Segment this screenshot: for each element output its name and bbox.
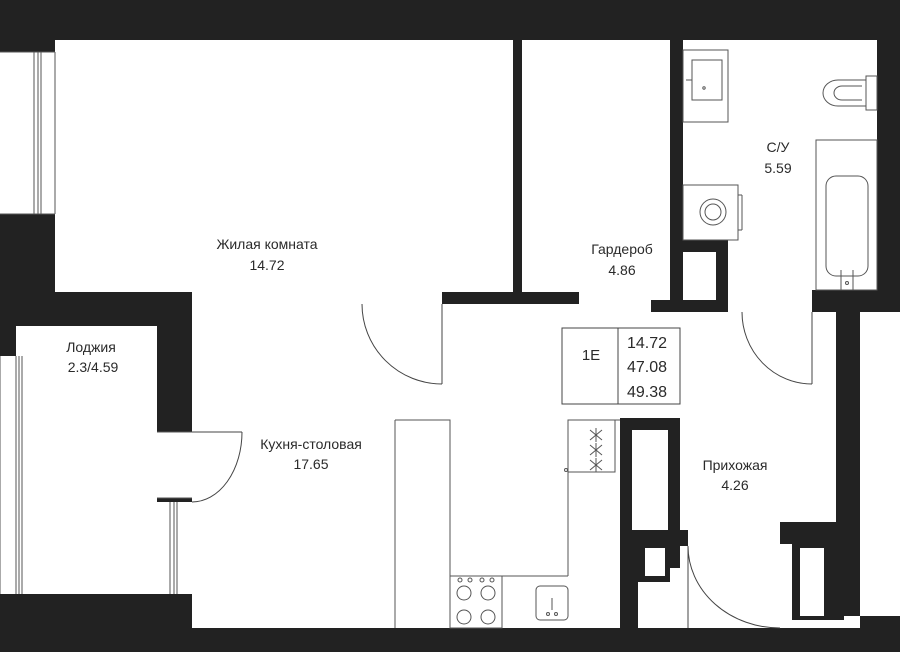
room-kitchen-name: Кухня-столовая	[260, 436, 362, 452]
window-living	[0, 51, 56, 215]
wall-living-bottom-left	[0, 292, 192, 304]
legend-total-area: 47.08	[627, 359, 667, 376]
room-wardrobe-name: Гардероб	[591, 241, 653, 257]
kitchen-counter	[394, 419, 620, 628]
wall-hall-door-jamb-left	[620, 530, 688, 546]
wall-top	[0, 0, 900, 40]
door-entrance[interactable]	[687, 545, 781, 629]
wall-hall-right-jamb	[780, 522, 860, 544]
room-loggia-name: Лоджия	[66, 339, 116, 355]
area-legend: 1E 14.72 47.08 49.38	[561, 327, 681, 405]
room-hall-name: Прихожая	[703, 457, 768, 473]
wall-bottom	[0, 628, 900, 652]
doors	[191, 303, 813, 629]
door-loggia[interactable]	[191, 431, 243, 503]
room-labels: Жилая комната 14.72 Гардероб 4.86 С/У 5.…	[66, 139, 792, 493]
wall-bath-bottom	[812, 290, 900, 312]
legend-living-area: 14.72	[627, 335, 667, 352]
wall-living-bottom-right	[442, 292, 579, 304]
room-loggia-area: 2.3/4.59	[68, 359, 119, 375]
wall-hall-left-void	[632, 430, 668, 538]
wall-hall-right-void	[800, 548, 824, 616]
room-living-name: Жилая комната	[216, 236, 317, 252]
wall-loggia-top	[0, 304, 192, 326]
wall-right-upper	[877, 0, 900, 312]
room-bathroom-name: С/У	[767, 139, 790, 155]
wall-hall-bottom-void	[645, 548, 665, 576]
bathtub-icon	[815, 139, 878, 291]
toilet-icon	[822, 75, 878, 111]
door-bathroom[interactable]	[741, 311, 813, 385]
wall-hall-lower-left	[620, 546, 638, 628]
wall-bottom-right	[860, 616, 900, 652]
room-kitchen-area: 17.65	[293, 456, 328, 472]
washing-machine-icon	[682, 184, 743, 241]
windows	[0, 51, 192, 594]
legend-total-with-loggia: 49.38	[627, 384, 667, 401]
stove-icon	[449, 575, 503, 629]
cooktop-icon	[589, 428, 603, 472]
room-wardrobe-area: 4.86	[608, 262, 635, 278]
wall-loggia-left-upper	[0, 326, 16, 356]
door-living[interactable]	[361, 303, 443, 385]
wall-loggia-right	[157, 304, 192, 432]
room-hall-area: 4.26	[721, 477, 748, 493]
window-loggia	[0, 356, 23, 594]
kitchen-sink-icon	[535, 585, 569, 621]
wall-loggia-right-lower	[157, 498, 192, 502]
room-bathroom-area: 5.59	[764, 160, 791, 176]
shaft-void	[683, 252, 716, 300]
wall-living-wardrobe	[513, 40, 522, 296]
wall-wardrobe-bath	[670, 40, 683, 302]
fixtures	[394, 49, 878, 629]
wall-left-upper	[0, 40, 55, 52]
legend-type: 1E	[582, 347, 600, 364]
door-loggia-glass	[157, 431, 192, 594]
sink-icon	[682, 49, 729, 123]
room-living-area: 14.72	[249, 257, 284, 273]
